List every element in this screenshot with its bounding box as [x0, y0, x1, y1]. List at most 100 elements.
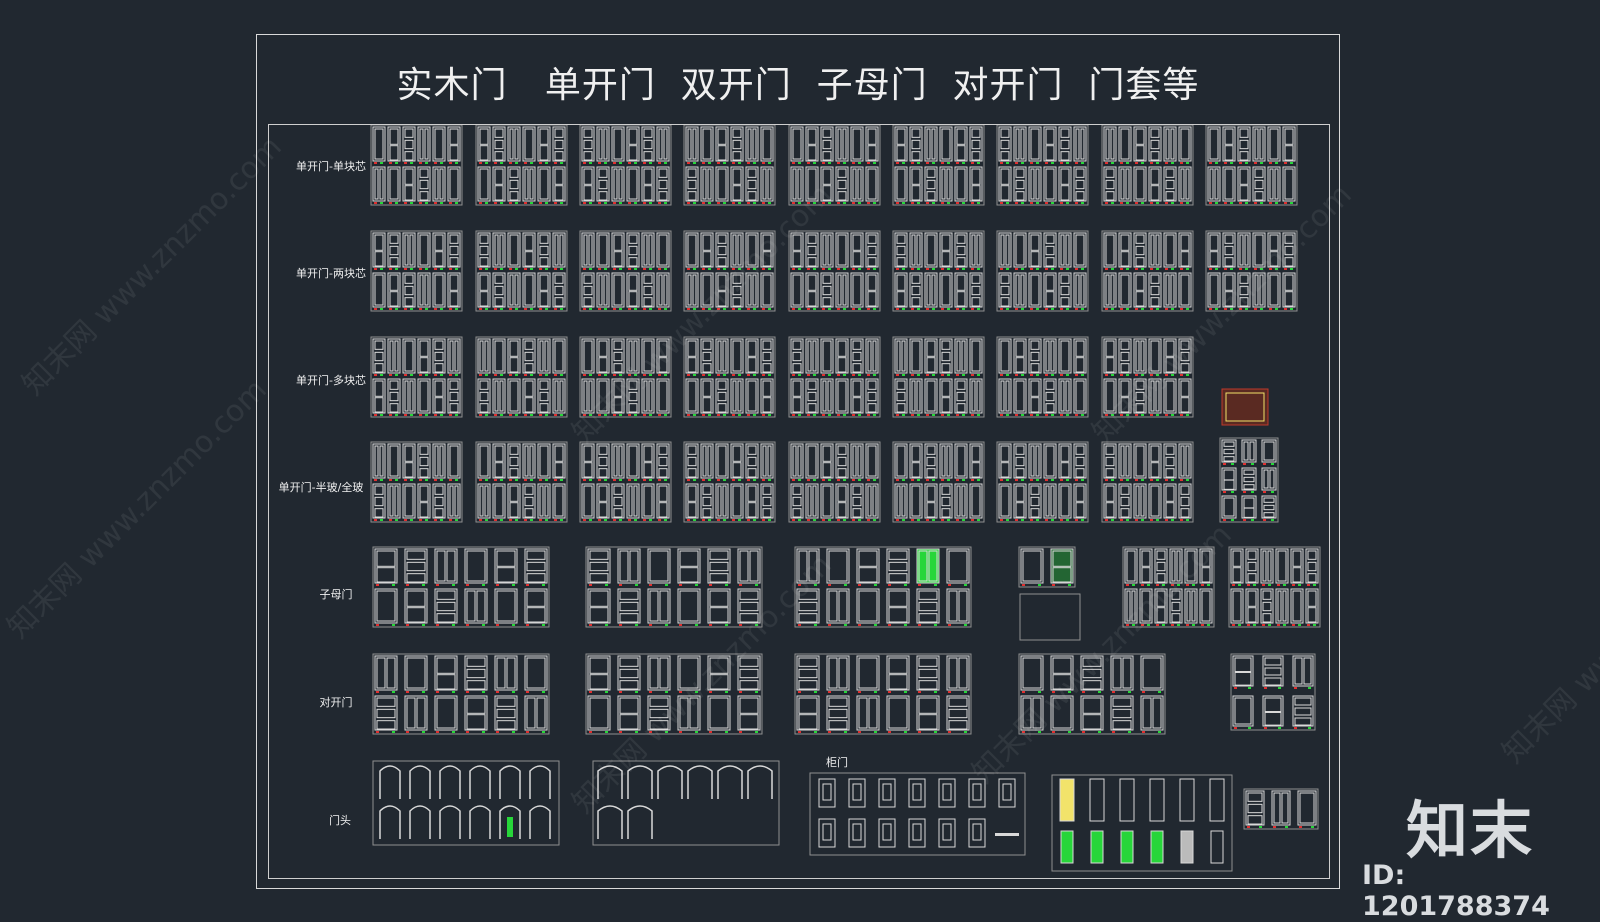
dimension-mark — [1238, 584, 1241, 586]
door-panel — [792, 363, 802, 373]
door-frame — [507, 232, 521, 268]
dimension-mark — [807, 479, 810, 481]
dimension-mark — [479, 374, 482, 376]
dimension-mark — [455, 308, 458, 310]
door-frame — [835, 338, 849, 374]
dimension-mark — [658, 268, 661, 270]
door-panel — [896, 145, 906, 161]
door-frame — [1058, 232, 1072, 268]
door-panel — [658, 445, 668, 455]
door-frame — [1140, 655, 1164, 691]
door-panel — [709, 550, 729, 560]
door-panel — [867, 380, 877, 390]
door-head-arch — [439, 765, 461, 799]
door-panel — [752, 128, 757, 160]
dimension-mark — [693, 268, 696, 270]
dimension-mark — [962, 519, 965, 521]
door-panel — [598, 485, 608, 502]
door-panel — [496, 697, 516, 707]
door-panel — [822, 380, 827, 412]
door-panel — [598, 357, 608, 373]
door-frame — [464, 655, 488, 691]
door-panel — [446, 550, 456, 582]
dimension-mark — [1171, 202, 1174, 204]
door-panel — [1075, 128, 1080, 160]
door-panel — [752, 274, 757, 306]
dimension-mark — [1271, 463, 1274, 465]
door-panel — [1030, 363, 1040, 373]
dimension-mark — [524, 519, 527, 521]
dimension-mark — [1238, 624, 1241, 626]
door-frame — [641, 378, 655, 414]
door-panel — [649, 708, 669, 719]
door-frame — [522, 378, 536, 414]
door-panel — [643, 285, 653, 296]
dimension-mark — [911, 414, 914, 416]
door-panel — [767, 168, 772, 200]
door-frame — [700, 272, 714, 308]
door-frame — [1080, 695, 1104, 731]
dimension-mark — [1105, 268, 1108, 270]
door-panel — [1282, 590, 1287, 622]
door-panel — [1120, 445, 1125, 477]
dimension-mark — [664, 162, 667, 164]
door-frame — [998, 443, 1012, 479]
door-frame — [737, 655, 761, 691]
door-frame — [1241, 495, 1257, 519]
door-panel — [1150, 168, 1160, 185]
door-panel — [896, 291, 906, 307]
door-frame — [537, 443, 551, 479]
door-frame — [1199, 548, 1213, 584]
door-frame — [537, 126, 551, 162]
dimension-mark — [560, 519, 563, 521]
door-panel — [613, 496, 623, 507]
dimension-mark — [410, 268, 413, 270]
door-frame — [1237, 126, 1251, 162]
dimension-mark — [792, 268, 795, 270]
dimension-mark — [813, 414, 816, 416]
door-frame — [677, 548, 701, 584]
door-frame — [894, 483, 908, 519]
dimension-mark — [828, 162, 831, 164]
door-panel — [434, 363, 444, 373]
door-panel — [583, 445, 593, 462]
door-frame — [552, 232, 566, 268]
door-frame — [700, 378, 714, 414]
dimension-mark — [738, 374, 741, 376]
door-panel — [1142, 697, 1152, 729]
door-panel — [852, 496, 862, 507]
dimension-mark — [708, 308, 711, 310]
door-panel — [1156, 573, 1166, 583]
door-frame — [790, 378, 804, 414]
door-frame — [596, 378, 610, 414]
dimension-mark — [613, 479, 616, 481]
door-panel — [747, 168, 757, 178]
door-panel — [792, 485, 802, 495]
door-panel — [494, 168, 504, 185]
door-frame — [587, 695, 611, 731]
door-panel — [1262, 550, 1267, 582]
dimension-mark — [1036, 268, 1039, 270]
door-frame — [685, 166, 699, 202]
dimension-mark — [1111, 268, 1114, 270]
dimension-mark — [530, 519, 533, 521]
dimension-mark — [867, 268, 870, 270]
door-panel — [1232, 567, 1242, 583]
door-panel — [404, 297, 414, 307]
door-panel — [941, 251, 951, 267]
door-frame — [916, 695, 940, 731]
door-panel — [1223, 448, 1235, 455]
dimension-mark — [554, 308, 557, 310]
door-panel — [598, 128, 603, 160]
dimension-mark — [539, 414, 542, 416]
door-frame — [1020, 655, 1044, 691]
door-panel — [1294, 697, 1312, 706]
door-panel — [792, 274, 802, 306]
door-frame — [492, 126, 506, 162]
door-panel — [1150, 151, 1160, 161]
door-panel — [1243, 507, 1255, 518]
door-panel — [822, 139, 832, 150]
dimension-mark — [1081, 414, 1084, 416]
door-panel — [1150, 285, 1160, 296]
door-panel — [1120, 128, 1130, 160]
